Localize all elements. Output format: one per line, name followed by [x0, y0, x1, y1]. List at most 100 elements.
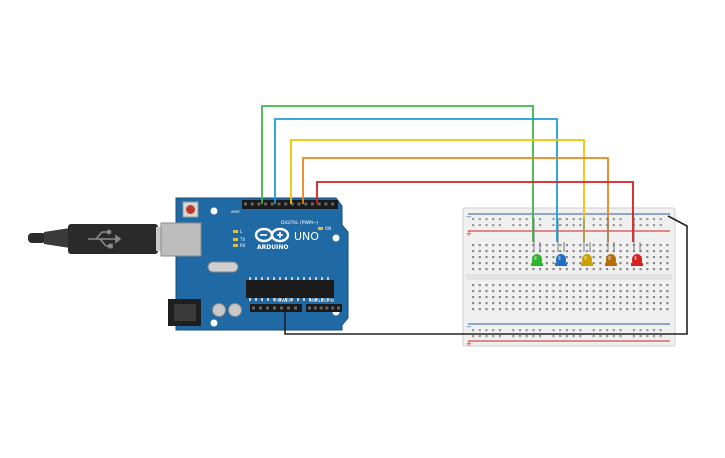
analog-pin-hole[interactable]: [319, 306, 323, 310]
breadboard-hole[interactable]: [612, 302, 615, 305]
breadboard-hole[interactable]: [599, 256, 602, 259]
breadboard-hole[interactable]: [592, 268, 595, 271]
breadboard-hole[interactable]: [619, 256, 622, 259]
rail-hole[interactable]: [512, 335, 515, 338]
breadboard-hole[interactable]: [632, 284, 635, 287]
breadboard-hole[interactable]: [512, 262, 515, 265]
breadboard-hole[interactable]: [518, 302, 522, 305]
digital-pin-hole[interactable]: [277, 202, 281, 206]
breadboard-hole[interactable]: [532, 284, 535, 287]
breadboard-hole[interactable]: [498, 244, 501, 247]
breadboard-hole[interactable]: [485, 290, 488, 293]
breadboard-hole[interactable]: [498, 284, 501, 287]
breadboard-hole[interactable]: [646, 244, 649, 247]
breadboard-hole[interactable]: [492, 302, 495, 305]
breadboard-hole[interactable]: [539, 308, 542, 311]
breadboard-hole[interactable]: [626, 302, 629, 305]
rail-hole[interactable]: [659, 218, 662, 221]
breadboard-hole[interactable]: [599, 250, 602, 253]
breadboard-hole[interactable]: [525, 268, 528, 271]
breadboard-hole[interactable]: [565, 284, 568, 287]
breadboard-hole[interactable]: [652, 308, 656, 311]
breadboard-hole[interactable]: [552, 290, 555, 293]
rail-hole[interactable]: [646, 329, 649, 332]
breadboard-hole[interactable]: [565, 250, 568, 253]
rail-hole[interactable]: [652, 329, 656, 332]
rail-hole[interactable]: [606, 329, 609, 332]
rail-hole[interactable]: [632, 329, 635, 332]
digital-pin-hole[interactable]: [311, 202, 314, 206]
breadboard-hole[interactable]: [646, 308, 649, 311]
analog-pin-hole[interactable]: [325, 306, 329, 310]
rail-hole[interactable]: [485, 218, 488, 221]
breadboard-hole[interactable]: [659, 290, 662, 293]
breadboard-hole[interactable]: [599, 262, 602, 265]
breadboard-hole[interactable]: [518, 308, 522, 311]
breadboard-hole[interactable]: [659, 244, 662, 247]
rail-hole[interactable]: [498, 329, 501, 332]
breadboard-hole[interactable]: [585, 244, 589, 247]
rail-hole[interactable]: [646, 224, 649, 227]
rail-hole[interactable]: [652, 224, 656, 227]
breadboard-hole[interactable]: [492, 308, 495, 311]
rail-hole[interactable]: [612, 218, 615, 221]
breadboard-hole[interactable]: [632, 296, 635, 299]
breadboard-hole[interactable]: [579, 296, 582, 299]
breadboard-hole[interactable]: [592, 308, 595, 311]
breadboard-hole[interactable]: [579, 302, 582, 305]
breadboard-hole[interactable]: [532, 308, 535, 311]
digital-pin-hole[interactable]: [304, 202, 308, 206]
rail-hole[interactable]: [619, 218, 622, 221]
arduino-board[interactable]: ARDUINO UNO L TX RX ON DIGITAL (PWM~) AR…: [160, 197, 349, 331]
breadboard-hole[interactable]: [518, 256, 522, 259]
breadboard-hole[interactable]: [518, 284, 522, 287]
breadboard-hole[interactable]: [572, 296, 575, 299]
rail-hole[interactable]: [572, 335, 575, 338]
rail-hole[interactable]: [639, 329, 642, 332]
rail-hole[interactable]: [559, 335, 562, 338]
breadboard-hole[interactable]: [545, 250, 548, 253]
digital-pin-hole[interactable]: [284, 202, 288, 206]
analog-pin-hole[interactable]: [337, 306, 340, 310]
breadboard-hole[interactable]: [478, 262, 481, 265]
breadboard-hole[interactable]: [659, 296, 662, 299]
rail-hole[interactable]: [592, 218, 595, 221]
breadboard-hole[interactable]: [505, 256, 508, 259]
breadboard-hole[interactable]: [518, 244, 522, 247]
breadboard-hole[interactable]: [525, 302, 528, 305]
breadboard-hole[interactable]: [559, 268, 562, 271]
breadboard-hole[interactable]: [659, 302, 662, 305]
breadboard-hole[interactable]: [545, 284, 548, 287]
breadboard-hole[interactable]: [518, 262, 522, 265]
breadboard-hole[interactable]: [626, 250, 629, 253]
breadboard-hole[interactable]: [472, 290, 475, 293]
breadboard-hole[interactable]: [525, 244, 528, 247]
rail-hole[interactable]: [525, 329, 528, 332]
breadboard-hole[interactable]: [639, 284, 642, 287]
rail-hole[interactable]: [646, 218, 649, 221]
rail-hole[interactable]: [472, 224, 475, 227]
rail-hole[interactable]: [472, 218, 475, 221]
power-pin-hole[interactable]: [287, 306, 290, 310]
breadboard-hole[interactable]: [559, 308, 562, 311]
breadboard-hole[interactable]: [492, 284, 495, 287]
breadboard-hole[interactable]: [478, 296, 481, 299]
breadboard-hole[interactable]: [539, 302, 542, 305]
red-led[interactable]: [631, 218, 643, 266]
breadboard-hole[interactable]: [606, 250, 609, 253]
rail-hole[interactable]: [659, 224, 662, 227]
breadboard-hole[interactable]: [485, 262, 488, 265]
breadboard-hole[interactable]: [592, 244, 595, 247]
rail-hole[interactable]: [572, 218, 575, 221]
breadboard-hole[interactable]: [512, 284, 515, 287]
breadboard-hole[interactable]: [512, 302, 515, 305]
rail-hole[interactable]: [565, 329, 568, 332]
breadboard-hole[interactable]: [492, 268, 495, 271]
breadboard-hole[interactable]: [659, 250, 662, 253]
breadboard-hole[interactable]: [478, 290, 481, 293]
rail-hole[interactable]: [518, 224, 522, 227]
breadboard-hole[interactable]: [505, 296, 508, 299]
breadboard-hole[interactable]: [646, 284, 649, 287]
breadboard-hole[interactable]: [646, 290, 649, 293]
breadboard-hole[interactable]: [619, 262, 622, 265]
